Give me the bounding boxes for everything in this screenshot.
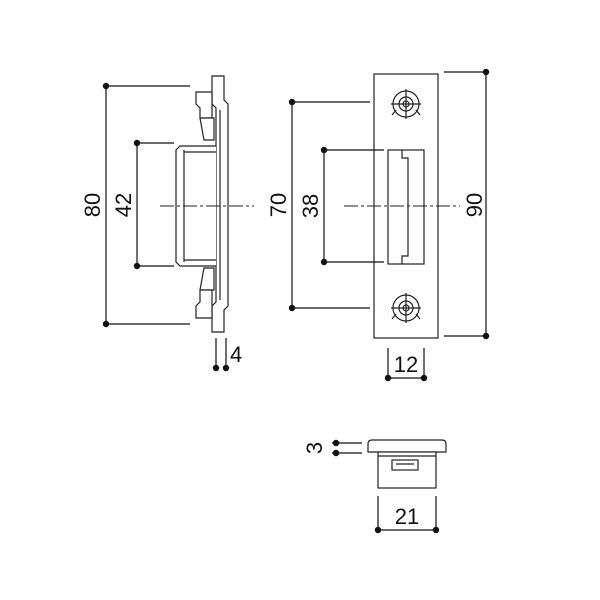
dimension-bottom-thickness: 3	[302, 439, 362, 457]
dimension-side-height-label: 80	[80, 193, 105, 217]
bottom-view	[367, 439, 447, 489]
bottom-view-flange	[367, 439, 447, 453]
side-view-lower-tab	[199, 267, 215, 291]
dimension-front-height-label: 90	[462, 193, 487, 217]
dimension-side-inner: 42	[111, 139, 174, 270]
front-view-slot-inner	[401, 150, 409, 264]
dimension-slot-height: 38	[298, 146, 384, 266]
dimension-slot-height-label: 38	[298, 194, 323, 218]
dimension-bottom-width-label: 21	[395, 504, 419, 529]
dimension-side-thickness-label: 4	[230, 342, 242, 367]
dimension-front-height: 90	[444, 68, 490, 340]
dimension-bottom-width: 21	[374, 496, 440, 534]
bottom-screw-hole	[391, 293, 421, 323]
side-view-lower-tab-2	[195, 289, 213, 319]
dimension-side-inner-label: 42	[111, 193, 136, 217]
dimension-screw-spacing-label: 70	[266, 193, 291, 217]
dimension-slot-width: 12	[384, 348, 428, 382]
front-view	[344, 73, 460, 339]
dimension-screw-spacing: 70	[266, 98, 370, 312]
bottom-view-latch	[391, 459, 419, 471]
dimension-slot-width-label: 12	[394, 352, 418, 377]
side-view-upper-tab	[195, 91, 213, 119]
front-view-slot	[387, 149, 425, 265]
dimension-bottom-thickness-label: 3	[302, 442, 327, 454]
side-view	[160, 75, 254, 333]
dimension-side-thickness: 4	[212, 338, 242, 372]
side-view-upper-tab-2	[199, 117, 215, 141]
dimension-side-height: 80	[80, 82, 190, 328]
top-screw-hole	[391, 89, 421, 119]
